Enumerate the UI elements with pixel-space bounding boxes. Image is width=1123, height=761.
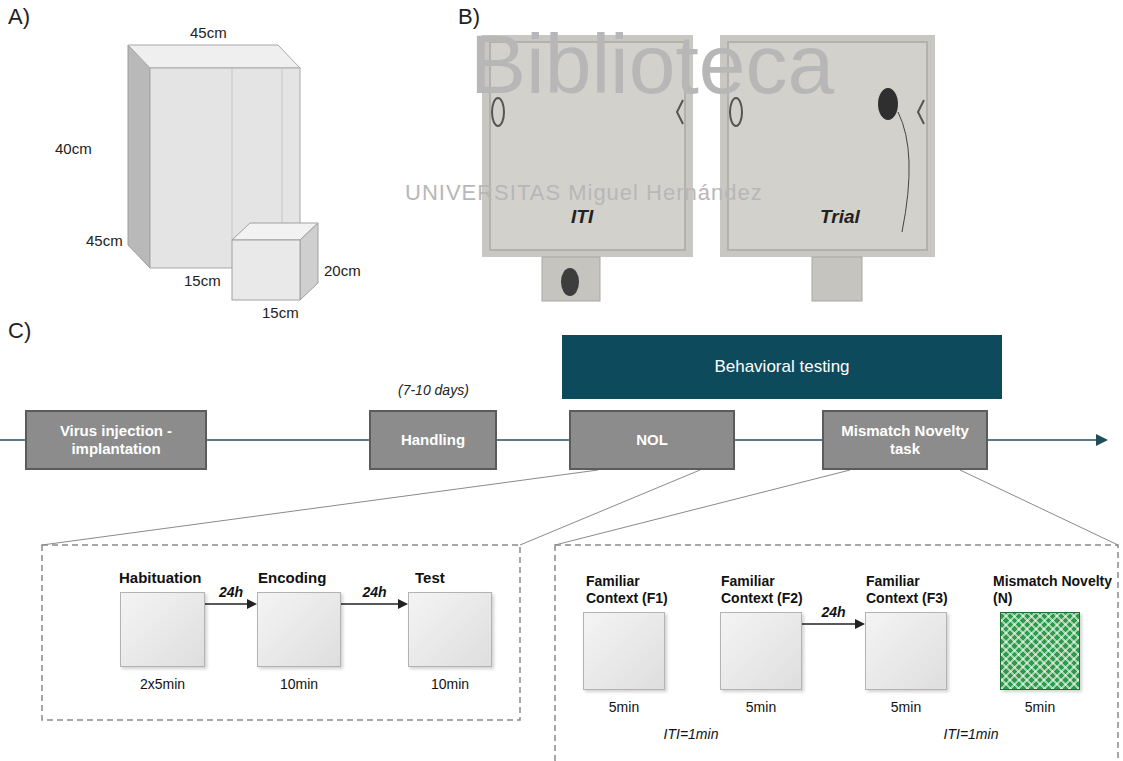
iti-box: ITI=1min bbox=[955, 688, 987, 720]
annotation: 15cm bbox=[184, 272, 221, 289]
art-shape bbox=[128, 45, 150, 268]
art-shape bbox=[128, 45, 300, 68]
annotation: (7-10 days) bbox=[398, 382, 469, 398]
phase-heading: Test bbox=[415, 569, 495, 587]
connector-line bbox=[207, 439, 369, 441]
box-label: Handling bbox=[401, 431, 465, 449]
art-shape bbox=[282, 68, 283, 240]
box-label: Virus injection - implantation bbox=[35, 422, 197, 458]
timeline-connector bbox=[207, 440, 369, 441]
box-label: Behavioral testing bbox=[714, 357, 849, 377]
arena-square: Encoding10min bbox=[257, 592, 341, 667]
annotation: ITI bbox=[571, 206, 593, 228]
annotation: 45cm bbox=[190, 24, 227, 41]
zoom-leader-lines bbox=[42, 470, 1118, 545]
iti-label: ITI=1min bbox=[944, 726, 999, 742]
iti-box: ITI=1min bbox=[675, 688, 707, 720]
duration-label: 10min bbox=[431, 676, 469, 692]
duration-label: 2x5min bbox=[140, 676, 185, 692]
timeline-step-box: Mismatch Novelty task bbox=[822, 410, 988, 470]
art-shape bbox=[520, 470, 700, 545]
annotation: 20cm bbox=[324, 262, 361, 279]
iti-label: ITI=1min bbox=[664, 726, 719, 742]
annotation: 40cm bbox=[55, 140, 92, 157]
connector-line bbox=[802, 623, 857, 625]
arrow-head bbox=[855, 619, 865, 629]
art-shape bbox=[812, 257, 862, 301]
delay-label: 24h bbox=[360, 584, 388, 600]
arena-square: Familiar Context (F2)5min bbox=[720, 612, 802, 690]
arena-square: Familiar Context (F1)5min bbox=[583, 612, 665, 690]
art-shape bbox=[555, 545, 1118, 761]
art-shape bbox=[232, 240, 300, 300]
duration-label: 10min bbox=[280, 676, 318, 692]
art-shape bbox=[898, 112, 909, 232]
art-shape bbox=[232, 68, 233, 240]
panel-letter: C) bbox=[8, 318, 31, 344]
duration-label: 5min bbox=[609, 699, 639, 715]
duration-label: 5min bbox=[746, 699, 776, 715]
annotation: 15cm bbox=[262, 304, 299, 321]
timeline-step-box: Virus injection - implantation bbox=[25, 410, 207, 470]
connector-line bbox=[205, 603, 249, 605]
art-shape bbox=[878, 88, 898, 120]
timeline-step-box: NOL bbox=[569, 410, 735, 470]
box-label: NOL bbox=[636, 431, 668, 449]
connector-line bbox=[735, 439, 822, 441]
art-shape bbox=[42, 545, 520, 720]
art-shape bbox=[555, 470, 850, 545]
art-shape bbox=[960, 470, 1118, 545]
phase-heading: Mismatch Novelty (N) bbox=[993, 573, 1117, 607]
art-shape bbox=[300, 223, 318, 300]
duration-label: 5min bbox=[891, 699, 921, 715]
panel-letter: A) bbox=[8, 4, 30, 30]
arena-square: Test10min bbox=[408, 592, 492, 667]
art-shape bbox=[1096, 434, 1108, 446]
arena-square: Habituation2x5min bbox=[120, 592, 205, 667]
delay-arrow bbox=[205, 599, 257, 609]
duration-label: 5min bbox=[1025, 699, 1055, 715]
arena-square: Familiar Context (F3)5min bbox=[865, 612, 947, 690]
arrow-head bbox=[247, 599, 257, 609]
phase-heading: Familiar Context (F3) bbox=[866, 573, 962, 607]
timeline-step-box: Handling bbox=[369, 410, 497, 470]
delay-label: 24h bbox=[217, 584, 245, 600]
timeline-connector bbox=[497, 440, 569, 441]
art-shape bbox=[0, 439, 25, 441]
delay-label: 24h bbox=[819, 604, 847, 620]
phase-heading: Familiar Context (F1) bbox=[586, 573, 682, 607]
phase-heading: Familiar Context (F2) bbox=[721, 573, 817, 607]
annotation: Trial bbox=[820, 206, 860, 228]
watermark: Biblioteca bbox=[470, 16, 834, 113]
art-shape bbox=[561, 268, 579, 296]
art-shape bbox=[542, 257, 600, 301]
watermark: UNIVERSITAS Miguel Hernández bbox=[405, 180, 763, 206]
annotation: 45cm bbox=[86, 232, 123, 249]
art-shape bbox=[918, 100, 924, 124]
arrow-head bbox=[398, 599, 408, 609]
box-label: Mismatch Novelty task bbox=[832, 422, 978, 458]
novel-arena-square: Mismatch Novelty (N)5min bbox=[1000, 612, 1080, 690]
art-shape bbox=[42, 470, 598, 545]
connector-line bbox=[497, 439, 569, 441]
delay-arrow bbox=[802, 619, 865, 629]
timeline-connector bbox=[735, 440, 822, 441]
dashed-detail-frame bbox=[42, 545, 1118, 761]
arena-3d-box bbox=[128, 45, 318, 300]
phase-band: Behavioral testing bbox=[562, 335, 1002, 399]
delay-arrow bbox=[341, 599, 408, 609]
connector-line bbox=[341, 603, 400, 605]
art-shape bbox=[988, 439, 1098, 441]
